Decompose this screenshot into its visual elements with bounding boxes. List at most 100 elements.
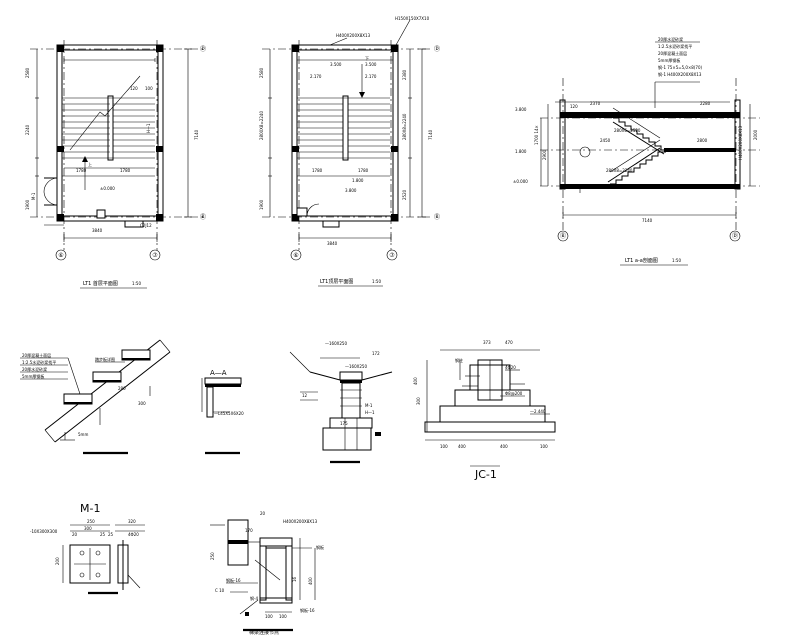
svg-text:1780: 1780 (76, 168, 87, 173)
section-drawing: 120 2370 2280 2450 280X8=2240 2800 2900 … (534, 41, 760, 232)
svg-text:20厚水泥砂浆: 20厚水泥砂浆 (658, 36, 683, 42)
svg-text:H400X200X8X13: H400X200X8X13 (283, 519, 318, 524)
plan1-scale: 1:50 (132, 281, 141, 286)
aa-detail-title: A—A (210, 369, 227, 377)
svg-text:—160X250: —160X250 (345, 364, 367, 369)
step-detail-labels: 20厚混凝土面层 1:2.5水泥砂浆找平 20厚水泥砂浆 5mm厚钢板 (22, 352, 56, 379)
section-elev-bottom: ±0.000 (513, 179, 528, 184)
aa-detail-drawing (201, 377, 242, 455)
m1-drawing (62, 524, 145, 595)
svg-text:100: 100 (145, 86, 153, 91)
svg-text:250: 250 (210, 552, 215, 560)
m1-labels: 250 320 300 20 25 25 200 4Φ20 -10X300X30… (30, 519, 139, 565)
svg-text:320: 320 (128, 519, 136, 524)
svg-text:373: 373 (483, 340, 491, 345)
svg-text:100: 100 (540, 444, 548, 449)
jc1-title: JC-1 (474, 468, 497, 481)
plan2-scale: 1:50 (372, 279, 381, 284)
svg-text:Ⓓ: Ⓓ (434, 45, 440, 53)
section-scale: 1:50 (672, 258, 681, 263)
svg-text:H—1: H—1 (365, 410, 375, 415)
svg-text:25: 25 (108, 532, 114, 537)
svg-text:1780: 1780 (312, 168, 323, 173)
plan1-drawing: 2580 2240 1900 120 100 1780 1780 C2J12 H… (25, 40, 205, 250)
plan2-title: LT1顶层平面图 (320, 279, 353, 285)
svg-text:钢板: 钢板 (316, 544, 324, 550)
svg-text:20: 20 (72, 532, 78, 537)
svg-text:120: 120 (130, 86, 138, 91)
svg-text:钢-1 75×5=5,0×8(70): 钢-1 75×5=5,0×8(70) (658, 64, 703, 70)
plan2-beam-right: H150X150X7X10 (395, 16, 430, 21)
section-elev-top: 3.800 (515, 107, 527, 112)
svg-text:200: 200 (55, 557, 60, 565)
svg-text:5mm厚钢板: 5mm厚钢板 (658, 57, 680, 63)
svg-text:3.500: 3.500 (330, 62, 342, 67)
svg-text:470: 470 (505, 340, 513, 345)
section-beam-right: H400X200X8X13 (738, 125, 743, 160)
aa-detail-spec: —L45X5X6X20 (214, 411, 244, 416)
svg-text:1780: 1780 (358, 168, 369, 173)
plan1-elev: ±0.000 (100, 186, 115, 191)
svg-text:100: 100 (279, 614, 287, 619)
jc1-drawing: 373 470 400 300 100 400 400 100 (413, 340, 556, 467)
svg-text:⑦: ⑦ (389, 252, 395, 259)
jc1-labels: 钢柱 —2.440 4Φ20 Φ8@200 (455, 357, 546, 414)
plan2-elev2: 3.800 (345, 188, 357, 193)
svg-text:Ⓓ: Ⓓ (732, 232, 738, 240)
svg-text:⑥: ⑥ (293, 252, 298, 259)
svg-text:5mm厚钢板: 5mm厚钢板 (22, 373, 44, 379)
plan1-label-door: M-1 (31, 192, 36, 200)
step-detail-drawing: 280 300 5mm (20, 339, 171, 455)
svg-text:16: 16 (292, 576, 297, 582)
svg-text:1900: 1900 (25, 199, 30, 210)
svg-text:2580: 2580 (25, 67, 30, 78)
svg-text:2800X8=2240: 2800X8=2240 (259, 111, 264, 140)
svg-text:-10X300X300: -10X300X300 (30, 529, 58, 534)
plan1-label-up: 上 (88, 161, 92, 167)
svg-text:2240: 2240 (25, 124, 30, 135)
svg-text:280X8=2240: 280X8=2240 (402, 113, 407, 140)
svg-text:400: 400 (458, 444, 466, 449)
svg-text:Φ8@200: Φ8@200 (505, 391, 523, 396)
svg-text:钢柱: 钢柱 (455, 357, 463, 363)
svg-text:280: 280 (118, 386, 126, 391)
svg-text:280X8=2240: 280X8=2240 (606, 168, 633, 173)
plan1-dim-bottom: 3840 (92, 228, 103, 233)
svg-text:12: 12 (302, 393, 308, 398)
svg-text:Ⓑ: Ⓑ (434, 213, 440, 221)
plan1-axis-bottom: Ⓑ (200, 213, 206, 221)
plan2-label-down: 下 (365, 56, 369, 61)
svg-text:—2.440: —2.440 (530, 409, 546, 414)
section-elev-mid: 1.800 (515, 149, 527, 154)
svg-text:2000: 2000 (753, 129, 758, 140)
svg-text:4Φ20: 4Φ20 (505, 365, 516, 370)
svg-text:20厚水泥砂浆: 20厚水泥砂浆 (22, 366, 47, 372)
svg-text:5mm: 5mm (78, 432, 88, 437)
svg-text:100: 100 (440, 444, 448, 449)
svg-text:2580: 2580 (259, 67, 264, 78)
svg-text:钢-1 H400X200X8X13: 钢-1 H400X200X8X13 (658, 71, 702, 77)
plan1-axis-left: ⑥ (58, 252, 63, 259)
svg-text:4Φ20: 4Φ20 (128, 532, 139, 537)
svg-text:—160X250: —160X250 (325, 341, 347, 346)
section-stair-spec: 280X6=2520 (614, 128, 641, 133)
plan2-dim-bottom: 3840 (327, 241, 338, 246)
svg-text:2450: 2450 (600, 138, 611, 143)
svg-text:2800: 2800 (697, 138, 708, 143)
svg-text:250: 250 (87, 519, 95, 524)
plan1-axis-left-bubble (55, 249, 67, 261)
svg-text:2380: 2380 (402, 69, 407, 80)
plan1-axis-right-bubble (149, 249, 161, 261)
conn-detail-drawing: C 10 钢-4 钢板 (210, 519, 324, 632)
svg-text:C2J12: C2J12 (140, 223, 152, 228)
svg-text:120: 120 (570, 104, 578, 109)
svg-text:300: 300 (138, 401, 146, 406)
svg-text:H—1: H—1 (146, 123, 151, 133)
plan2-beam-top: H400X200X8X13 (336, 33, 371, 38)
svg-text:20厚混凝土面层: 20厚混凝土面层 (658, 50, 687, 56)
svg-text:400: 400 (308, 577, 313, 585)
svg-text:3.500: 3.500 (365, 62, 377, 67)
svg-text:M-1: M-1 (365, 403, 373, 408)
svg-text:钢板-16: 钢板-16 (300, 607, 315, 613)
